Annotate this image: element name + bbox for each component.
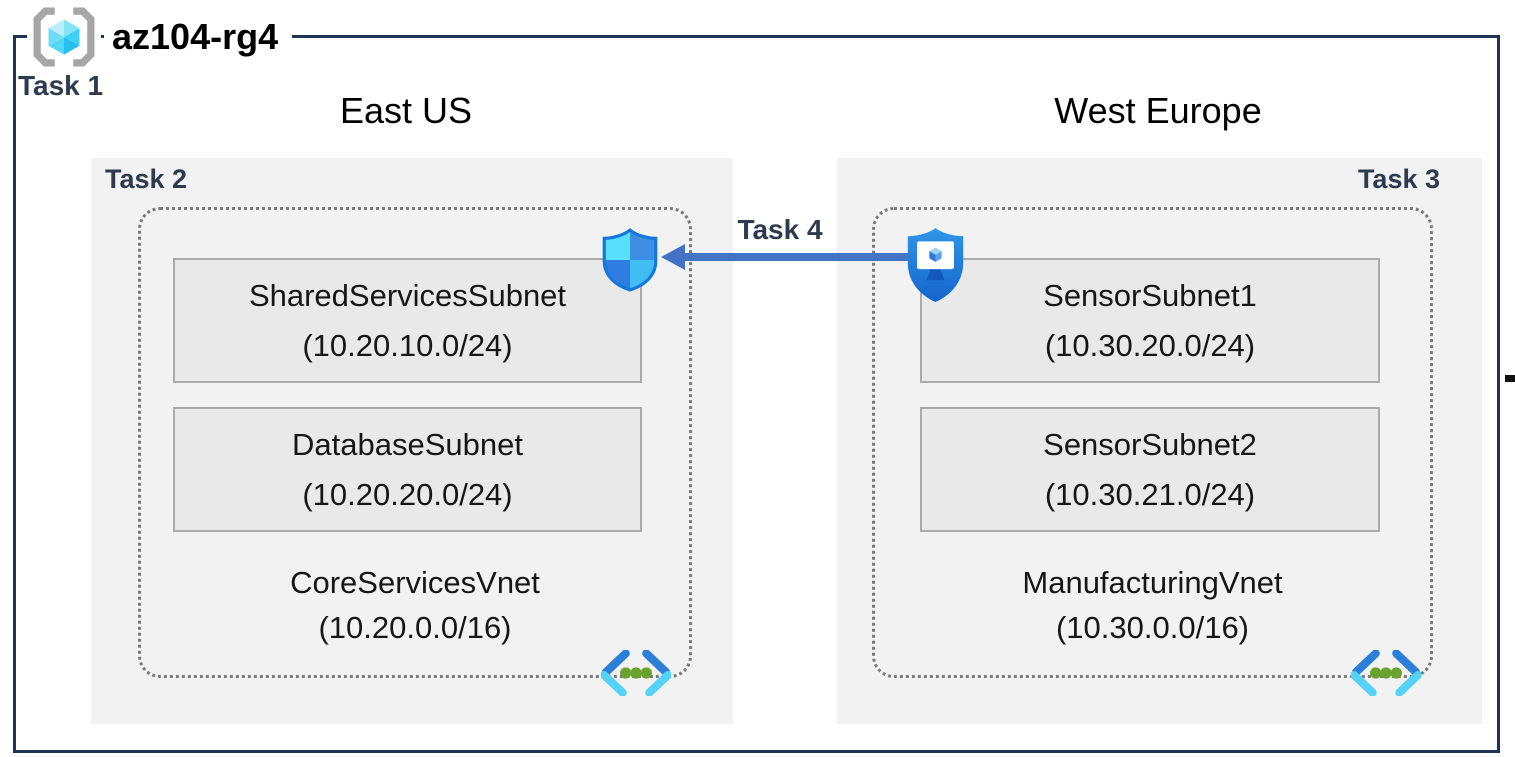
task2-label: Task 2 xyxy=(105,164,188,194)
bastion-shield-monitor-icon xyxy=(902,226,969,304)
peering-arrow-head-icon xyxy=(661,244,685,270)
task4-label: Task 4 xyxy=(737,214,823,245)
subnet-box-sharedservices: SharedServicesSubnet (10.20.10.0/24) xyxy=(173,258,642,383)
virtual-network-icon xyxy=(1349,649,1423,697)
task3-label: Task 3 xyxy=(1357,164,1440,194)
vnet-name: CoreServicesVnet xyxy=(290,565,540,600)
edge-dash-mark xyxy=(1505,375,1515,382)
vnet-cidr: (10.30.0.0/16) xyxy=(1055,610,1250,645)
subnet-name: SensorSubnet1 xyxy=(1043,277,1257,313)
subnet-name: SensorSubnet2 xyxy=(1043,426,1257,462)
subnet-cidr: (10.20.10.0/24) xyxy=(302,327,513,363)
network-security-group-shield-icon xyxy=(597,227,663,293)
vnet-boundary-coreservices xyxy=(138,207,692,678)
subnet-name: SharedServicesSubnet xyxy=(248,277,567,313)
resource-group-title: az104-rg4 xyxy=(104,16,293,58)
region-label-west-europe: West Europe xyxy=(1054,90,1262,131)
subnet-box-database: DatabaseSubnet (10.20.20.0/24) xyxy=(173,407,642,532)
subnet-box-sensor2: SensorSubnet2 (10.30.21.0/24) xyxy=(920,407,1380,532)
vnet-caption-coreservices: CoreServicesVnet (10.20.0.0/16) xyxy=(138,560,692,650)
subnet-cidr: (10.30.21.0/24) xyxy=(1044,476,1256,512)
peering-arrow-line xyxy=(683,253,912,261)
resource-group-frame xyxy=(13,35,1500,753)
region-label-east-us: East US xyxy=(339,90,473,131)
vnet-cidr: (10.20.0.0/16) xyxy=(318,610,512,645)
subnet-cidr: (10.30.20.0/24) xyxy=(1044,327,1256,363)
subnet-name: DatabaseSubnet xyxy=(292,426,523,462)
subnet-box-sensor1: SensorSubnet1 (10.30.20.0/24) xyxy=(920,258,1380,383)
vnet-caption-manufacturing: ManufacturingVnet (10.30.0.0/16) xyxy=(872,560,1433,650)
subnet-cidr: (10.20.20.0/24) xyxy=(302,476,513,512)
vnet-boundary-manufacturing xyxy=(872,207,1433,678)
virtual-network-icon xyxy=(599,649,673,697)
resource-group-icon xyxy=(27,5,101,69)
vnet-name: ManufacturingVnet xyxy=(1022,565,1283,600)
task1-label: Task 1 xyxy=(18,70,104,101)
